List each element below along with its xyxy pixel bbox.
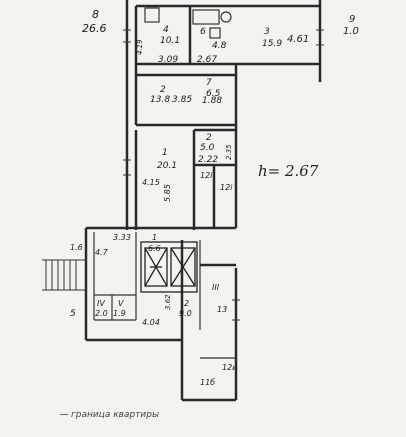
room-4-num: 4	[163, 25, 169, 35]
stair-2-left: 4.04	[142, 318, 160, 327]
windows	[123, 29, 324, 321]
room-1-num: 1	[162, 148, 168, 158]
room-12i-label-b: 12i	[220, 183, 233, 192]
stair-lift-block	[140, 241, 198, 293]
walls	[84, 0, 322, 402]
room-2-width: 2.22	[198, 155, 218, 165]
legend-dash-icon	[60, 414, 68, 415]
room-11-label: 11б	[200, 378, 215, 387]
room-center-width: 3.85	[172, 95, 192, 105]
room-8-area: 26.6	[82, 22, 107, 35]
room-4-area: 10.1	[160, 36, 180, 46]
room-7-width: 1.88	[202, 96, 222, 106]
stair-2-area: 9.0	[179, 309, 192, 318]
room-3-area: 15.9	[262, 39, 282, 49]
room-iv-num: IV	[97, 299, 105, 308]
room-4-side: 4.19	[136, 39, 144, 55]
room-2-side: 2.35	[225, 144, 233, 160]
room-1-side: 4.15	[142, 178, 160, 187]
room-7-num: 7	[206, 78, 212, 88]
room-9-area: 1.0	[343, 26, 359, 37]
room-iii-label: III	[212, 283, 220, 292]
side-label-5: 5	[70, 309, 76, 319]
room-4-width: 3.09	[158, 55, 178, 65]
stair-1-num: 1	[152, 233, 157, 242]
room-center-num: 2	[160, 85, 166, 95]
room-3-side: 4.61	[287, 34, 309, 45]
external-steps	[42, 259, 86, 291]
interior-walls	[93, 7, 236, 359]
room-9-num: 9	[349, 14, 355, 25]
room-1-area: 20.1	[157, 161, 177, 171]
room-12-label: 12и	[222, 363, 237, 372]
room-8-num: 8	[92, 8, 99, 21]
side-label-47: 4.7	[95, 248, 109, 257]
stair-1-area: 6.6	[148, 244, 161, 253]
stair-1-width: 3.33	[113, 233, 131, 242]
room-6-num: 6	[200, 27, 206, 37]
stair-2-num: 2	[184, 299, 189, 308]
room-1-height: 5.85	[163, 184, 172, 202]
room-13-label: 13	[217, 305, 227, 314]
room-center-area: 13.8	[150, 95, 170, 105]
legend: граница квартиры	[60, 410, 159, 420]
room-2-area: 5.0	[200, 143, 215, 153]
stair-2-side: 3.62	[164, 294, 172, 310]
room-12i-label: 12i	[200, 171, 213, 180]
legend-text: граница квартиры	[71, 410, 160, 420]
room-7-area: 6.5	[206, 89, 221, 99]
room-v-area: 1.9	[113, 309, 126, 318]
room-2-num: 2	[206, 133, 212, 143]
room-6-width: 2.67	[197, 55, 217, 65]
room-v-num: V	[118, 299, 124, 308]
room-iv-area: 2.0	[95, 309, 108, 318]
side-label-16: 1.6	[70, 243, 83, 252]
room-3-num: 3	[264, 27, 270, 37]
height-label: h= 2.67	[258, 162, 319, 180]
room-6-area: 4.8	[212, 41, 227, 51]
